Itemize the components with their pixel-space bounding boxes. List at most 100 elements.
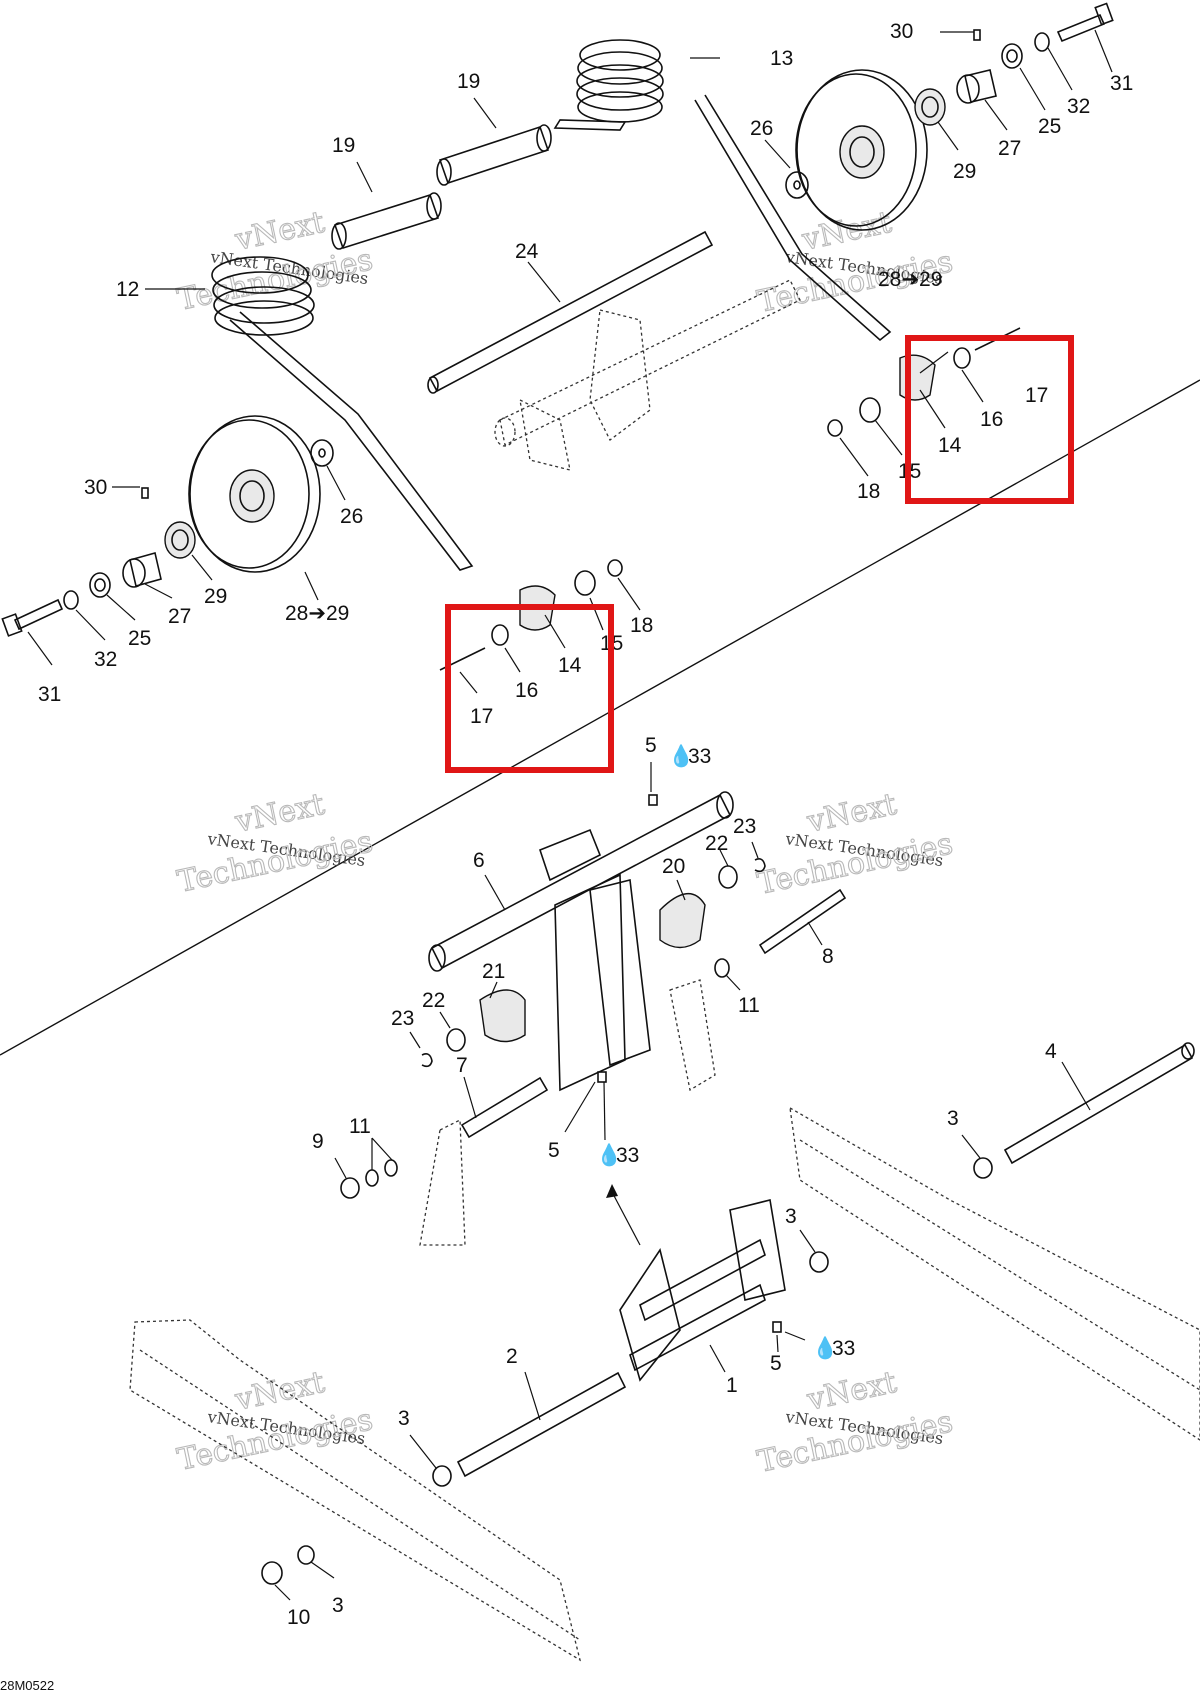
washer-22-lower-part (446, 1028, 466, 1052)
washer-3-c-part (432, 1465, 452, 1487)
svg-text:vNext: vNext (231, 1365, 327, 1418)
nut-18-left-part (607, 559, 623, 577)
callout-21: 21 (482, 960, 505, 983)
arm-plate-part (539, 828, 651, 1092)
washer-11-left-part (365, 1159, 398, 1187)
spring-13-part (553, 39, 892, 342)
callout-31-lower: 31 (38, 683, 61, 706)
callout-33-upper: 33 (688, 745, 711, 768)
svg-text:Technologies: Technologies (174, 1402, 375, 1478)
bearing-29-upper-part (914, 88, 946, 126)
callout-33-upper-drop-icon: 💧 (668, 743, 694, 768)
callout-28-29-lower: 28➔29 (285, 602, 349, 625)
callout-27-lower: 27 (168, 605, 191, 628)
spacer-15-left-part (574, 570, 596, 596)
callout-16-right: 16 (980, 408, 1003, 431)
callout-22-lower: 22 (422, 989, 445, 1012)
pin-8-part (758, 888, 847, 955)
washer-11-right-part (714, 958, 730, 978)
callout-25-lower: 25 (128, 627, 151, 650)
svg-text:Technologies: Technologies (174, 242, 375, 318)
center-pivot-dashed-part (494, 279, 801, 471)
section-divider-line (0, 379, 1200, 1056)
stopper-20-part (659, 893, 706, 949)
nut-10-part (261, 1561, 283, 1585)
leader-lines (27, 29, 1113, 1601)
callout-23-upper: 23 (733, 815, 756, 838)
callout-10: 10 (287, 1606, 310, 1629)
callout-16-left: 16 (515, 679, 538, 702)
watermark-top-right: vNext vNext Technologies Technologies (754, 204, 957, 320)
washer-26-upper-part (785, 171, 809, 199)
washer-32-upper-part (1034, 32, 1050, 52)
collar-27-upper-part (956, 69, 997, 104)
stopper-21-part (479, 989, 526, 1043)
callout-5-upper: 5 (645, 734, 657, 757)
tube-19-lower-part (331, 192, 442, 250)
highlight-box-left-stopper-set (445, 604, 614, 773)
callout-19-upper: 19 (457, 70, 480, 93)
grease-fitting-5-rear-part (772, 1321, 782, 1333)
nut-9-part (340, 1177, 360, 1199)
callout-32-lower: 32 (94, 648, 117, 671)
callout-3-right-a: 3 (947, 1107, 959, 1130)
washer-3-b-part (809, 1251, 829, 1273)
setscrew-30-lower-part (141, 487, 149, 499)
washer-3-d-part (297, 1545, 315, 1565)
callout-27-upper: 27 (998, 137, 1021, 160)
callout-20: 20 (662, 855, 685, 878)
callout-26-upper: 26 (750, 117, 773, 140)
callout-30-upper: 30 (890, 20, 913, 43)
shaft-2-part (456, 1371, 627, 1478)
callout-31-upper: 31 (1110, 72, 1133, 95)
callout-19-lower: 19 (332, 134, 355, 157)
spacer-25-upper-part (1001, 43, 1023, 69)
bolt-31-lower-part (1, 598, 64, 637)
bearing-29-lower-part (164, 521, 196, 559)
washer-3-a-part (973, 1157, 993, 1179)
svg-text:vNext: vNext (803, 787, 899, 840)
callout-2: 2 (506, 1345, 518, 1368)
callout-23-lower: 23 (391, 1007, 414, 1030)
callout-22-upper: 22 (705, 832, 728, 855)
callout-3-right-b: 3 (785, 1205, 797, 1228)
callout-8: 8 (822, 945, 834, 968)
callout-7: 7 (456, 1054, 468, 1077)
grease-fitting-5-upper-part (648, 794, 658, 806)
idler-wheel-lower-left-part (188, 415, 321, 573)
bolt-31-upper-part (1056, 2, 1114, 43)
callout-1: 1 (726, 1374, 738, 1397)
callout-14-left: 14 (558, 654, 582, 677)
svg-text:vNext: vNext (231, 205, 327, 258)
callout-13: 13 (770, 47, 793, 70)
grease-fitting-5-lower-part (597, 1071, 607, 1083)
callout-25-upper: 25 (1038, 115, 1061, 138)
washer-16-left-part (491, 624, 509, 646)
callout-4: 4 (1045, 1040, 1057, 1063)
svg-text:Technologies: Technologies (754, 1404, 955, 1480)
watermark-bottom-left: vNext vNext Technologies Technologies (174, 1364, 377, 1478)
callout-6: 6 (473, 849, 485, 872)
rail-right-dashed-part (789, 1106, 1200, 1441)
callout-24: 24 (515, 240, 539, 263)
callout-33-lower-drop-icon: 💧 (812, 1335, 838, 1360)
watermark-mid-right: vNext vNext Technologies Technologies (754, 786, 957, 902)
callout-3-left: 3 (398, 1407, 410, 1430)
watermark-bottom-right: vNext vNext Technologies Technologies (754, 1364, 957, 1480)
axle-24-part (427, 230, 714, 394)
shaft-6-part (428, 791, 734, 972)
svg-text:vNext: vNext (803, 1365, 899, 1418)
spacer-25-lower-part (89, 572, 111, 598)
callout-33-middle-drop-icon: 💧 (596, 1142, 622, 1167)
callout-26-lower: 26 (340, 505, 363, 528)
watermark-mid-left: vNext vNext Technologies Technologies (174, 786, 377, 900)
callout-11-right: 11 (738, 994, 760, 1017)
callout-18-left: 18 (630, 614, 653, 637)
idler-wheel-upper-right-part (795, 69, 928, 231)
highlight-box-right-stopper-set (905, 335, 1074, 504)
spacer-15-right-part (859, 397, 881, 423)
callout-5-middle: 5 (548, 1139, 560, 1162)
rear-arm-part (619, 1199, 786, 1382)
rail-left-dashed-part (129, 1319, 582, 1662)
